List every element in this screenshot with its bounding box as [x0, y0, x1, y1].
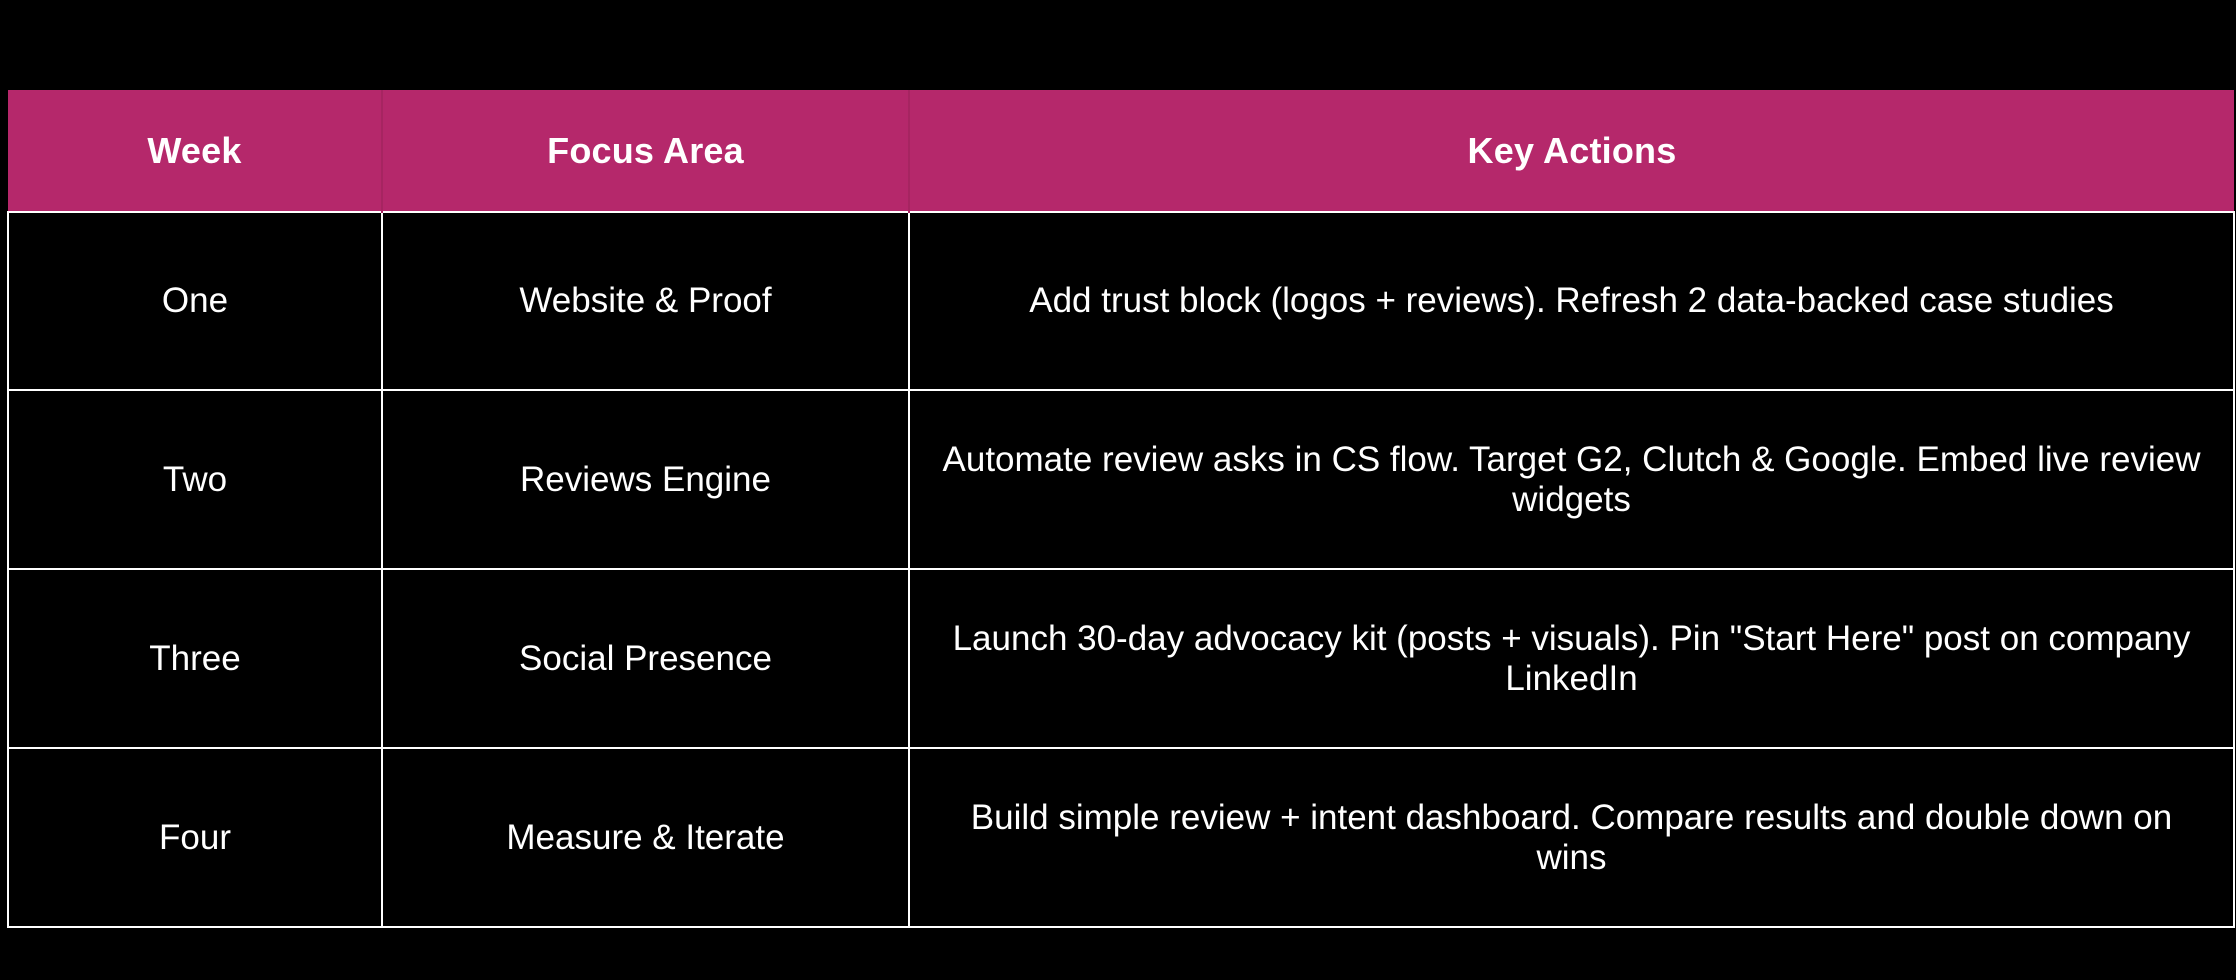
table-body: One Website & Proof Add trust block (log… — [7, 211, 2235, 928]
cell-key-actions: Add trust block (logos + reviews). Refre… — [909, 211, 2235, 390]
column-header-focus-area: Focus Area — [382, 90, 910, 212]
cell-focus-area: Reviews Engine — [382, 389, 910, 569]
table-row: Two Reviews Engine Automate review asks … — [7, 389, 2235, 569]
cell-key-actions: Build simple review + intent dashboard. … — [909, 747, 2235, 928]
plan-table-container: Week Focus Area Key Actions One Website … — [7, 90, 2235, 928]
column-header-week: Week — [8, 90, 383, 212]
cell-week: Four — [7, 747, 383, 928]
column-header-key-actions: Key Actions — [909, 90, 2234, 212]
table-header: Week Focus Area Key Actions — [8, 90, 2234, 212]
table-row: Four Measure & Iterate Build simple revi… — [7, 747, 2235, 928]
cell-key-actions: Launch 30-day advocacy kit (posts + visu… — [909, 568, 2235, 748]
cell-focus-area: Measure & Iterate — [382, 747, 910, 928]
table-row: One Website & Proof Add trust block (log… — [7, 211, 2235, 390]
cell-focus-area: Social Presence — [382, 568, 910, 748]
four-week-plan-table: Week Focus Area Key Actions One Website … — [7, 90, 2235, 928]
cell-week: Two — [7, 389, 383, 569]
cell-week: One — [7, 211, 383, 390]
cell-week: Three — [7, 568, 383, 748]
cell-key-actions: Automate review asks in CS flow. Target … — [909, 389, 2235, 569]
cell-focus-area: Website & Proof — [382, 211, 910, 390]
header-row: Week Focus Area Key Actions — [8, 90, 2234, 212]
table-row: Three Social Presence Launch 30-day advo… — [7, 568, 2235, 748]
